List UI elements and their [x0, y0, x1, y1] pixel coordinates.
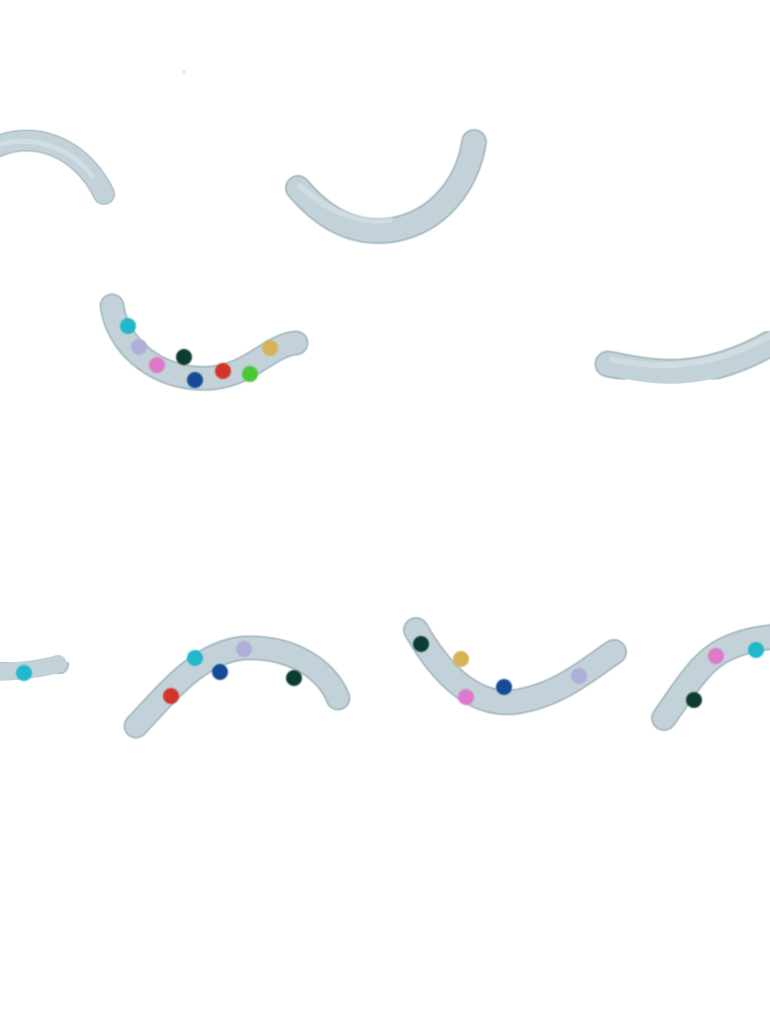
worm-6-spots — [163, 641, 302, 704]
worm-6 — [123, 635, 351, 739]
worm-8 — [651, 624, 770, 731]
worm-3-spots — [120, 318, 278, 388]
worm-3-spot-gold — [262, 340, 278, 356]
worm-3-spot-navy — [187, 372, 203, 388]
worm-6-spot-lavender — [236, 641, 252, 657]
worm-3-spot-cyan — [120, 318, 136, 334]
worm-3-spot-dark-green — [176, 349, 192, 365]
worm-7-spot-lavender — [571, 668, 587, 684]
worm-7-spot-gold — [453, 651, 469, 667]
worm-6-spot-red — [163, 688, 179, 704]
worm-3 — [99, 293, 309, 391]
worm-6-spot-dark-green — [286, 670, 302, 686]
worm-3-spot-lavender — [131, 339, 147, 355]
worm-7-spot-pink — [458, 689, 474, 705]
worm-2-fill — [287, 131, 485, 242]
worm-7-fill — [405, 619, 625, 714]
worm-7-spots — [413, 636, 587, 705]
worm-4-shine — [609, 333, 770, 369]
worm-2 — [285, 129, 487, 244]
worm-3-spot-green — [242, 366, 258, 382]
worm-2-shine — [297, 183, 393, 224]
worm-8-spot-pink — [708, 648, 724, 664]
worm-4-fill — [596, 330, 770, 384]
worm-5-spots — [16, 665, 32, 681]
worm-7-spot-dark-green — [413, 636, 429, 652]
worm-6-spot-navy — [212, 664, 228, 680]
worm-5 — [0, 653, 69, 683]
worm-8-fill — [653, 626, 770, 729]
worm-8-spot-dark-green — [686, 692, 702, 708]
worm-1 — [0, 129, 115, 205]
worm-3-spot-red — [215, 363, 231, 379]
worm-8-spot-cyan — [748, 642, 764, 658]
worm-7-spot-navy — [496, 679, 512, 695]
speck — [182, 70, 186, 74]
worm-5-spot-cyan — [16, 665, 32, 681]
worm-4 — [594, 328, 770, 386]
worm-8-spots — [686, 642, 764, 708]
worm-7 — [403, 617, 627, 716]
worm-6-spot-cyan — [187, 650, 203, 666]
worm-1-shine — [0, 138, 95, 179]
worm-3-spot-pink — [149, 357, 165, 373]
